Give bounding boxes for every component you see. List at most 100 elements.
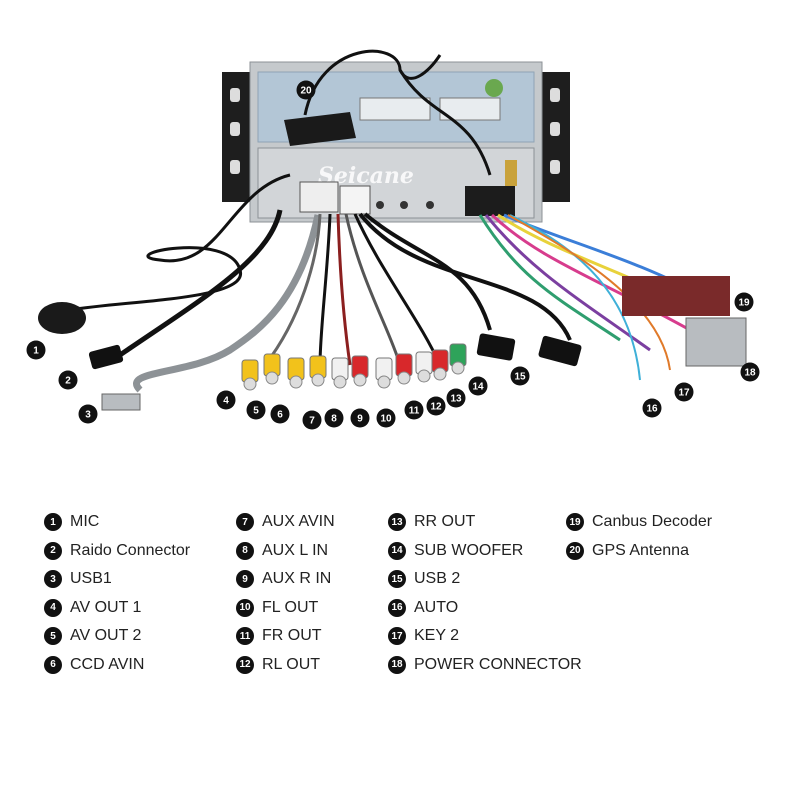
legend-label: AUX L IN: [262, 541, 329, 559]
legend-label: Raido Connector: [70, 541, 191, 559]
diagram-number-marker: 7: [302, 410, 322, 430]
diagram-number-text: 13: [450, 394, 462, 405]
wiring-diagram: Seicane: [26, 49, 760, 430]
legend-label: FR OUT: [262, 627, 322, 645]
diagram-number-text: 3: [85, 410, 91, 421]
radio-connector: [88, 209, 283, 370]
rca-plug: [351, 355, 369, 387]
legend-item: 7 AUX AVIN: [236, 508, 335, 537]
legend-label: USB 2: [414, 570, 461, 588]
diagram-number-text: 5: [253, 406, 259, 417]
diagram-number-text: 10: [380, 414, 392, 425]
legend-label: AUTO: [414, 598, 459, 616]
legend-number: 14: [388, 541, 406, 560]
diagram-number-marker: 6: [270, 404, 290, 424]
rca-plug: [449, 343, 467, 375]
diagram-number-marker: 4: [216, 390, 236, 410]
rca-plug: [375, 357, 393, 389]
diagram-number-marker: 2: [58, 370, 78, 390]
right-mounting-bracket: [540, 72, 570, 202]
left-mounting-bracket: [222, 72, 252, 202]
diagram-number-marker: 18: [740, 362, 760, 382]
legend-item: 18 POWER CONNECTOR: [388, 651, 582, 680]
diagram-number-text: 4: [223, 396, 229, 407]
diagram-number-marker: 13: [446, 388, 466, 408]
diagram-number-text: 8: [331, 414, 337, 425]
legend-number: 5: [44, 627, 62, 646]
legend-label: AV OUT 1: [70, 598, 142, 616]
legend-number: 13: [388, 513, 406, 532]
legend-label: RR OUT: [414, 513, 476, 531]
rca-connectors: [241, 343, 467, 391]
legend-number: 10: [236, 598, 254, 617]
sub-woofer-cable: [363, 212, 516, 361]
legend-item: 13 RR OUT: [388, 508, 582, 537]
legend-label: USB1: [70, 570, 112, 588]
diagram-number-marker: 3: [78, 404, 98, 424]
diagram-number-marker: 5: [246, 400, 266, 420]
legend-number: 17: [388, 627, 406, 646]
legend-label: SUB WOOFER: [414, 541, 524, 559]
diagram-number-marker: 11: [404, 400, 424, 420]
diagram-number-marker: 10: [376, 408, 396, 428]
legend-number: 7: [236, 513, 254, 532]
rca-plug: [263, 353, 281, 385]
gps-antenna: [284, 49, 517, 186]
diagram-number-text: 15: [514, 372, 526, 383]
legend-item: 17 KEY 2: [388, 622, 582, 651]
diagram-number-marker: 19: [734, 292, 754, 312]
diagram-number-text: 2: [65, 376, 71, 387]
diagram-number-text: 16: [646, 404, 658, 415]
legend-number: 8: [236, 541, 254, 560]
legend-number: 12: [236, 655, 254, 674]
legend-item: 8 AUX L IN: [236, 537, 335, 566]
diagram-number-marker: 20: [296, 80, 316, 100]
legend-label: Canbus Decoder: [592, 513, 713, 531]
legend-number: 11: [236, 627, 254, 646]
legend-label: AUX AVIN: [262, 513, 335, 531]
diagram-number-marker: 16: [642, 398, 662, 418]
legend-number: 18: [388, 655, 406, 674]
rca-plug: [287, 357, 305, 389]
rca-plug: [431, 349, 449, 381]
legend-item: 3 USB1: [44, 565, 190, 594]
legend-number: 19: [566, 513, 584, 532]
legend-number: 3: [44, 570, 62, 589]
legend-number: 9: [236, 570, 254, 589]
legend-label: RL OUT: [262, 655, 321, 673]
diagram-number-marker: 17: [674, 382, 694, 402]
diagram-number-text: 7: [309, 416, 315, 427]
legend-label: POWER CONNECTOR: [414, 655, 582, 673]
diagram-number-text: 1: [33, 346, 39, 357]
legend-item: 14 SUB WOOFER: [388, 537, 582, 566]
legend-item: 11 FR OUT: [236, 622, 335, 651]
diagram-number-text: 11: [409, 406, 420, 417]
legend-label: FL OUT: [262, 598, 319, 616]
power-harness: [478, 213, 747, 381]
legend-label: GPS Antenna: [592, 541, 689, 559]
usb2-cable: [358, 212, 582, 367]
rca-plug: [309, 355, 327, 387]
legend-item: 10 FL OUT: [236, 594, 335, 623]
legend-label: KEY 2: [414, 627, 460, 645]
diagram-number-text: 12: [430, 402, 442, 413]
mic: [38, 173, 291, 334]
diagram-number-text: 20: [300, 86, 312, 97]
legend-label: CCD AVIN: [70, 655, 145, 673]
diagram-number-text: 14: [472, 382, 484, 393]
diagram-number-marker: 1: [26, 340, 46, 360]
diagram-number-text: 9: [357, 414, 363, 425]
rca-plug: [331, 357, 349, 389]
